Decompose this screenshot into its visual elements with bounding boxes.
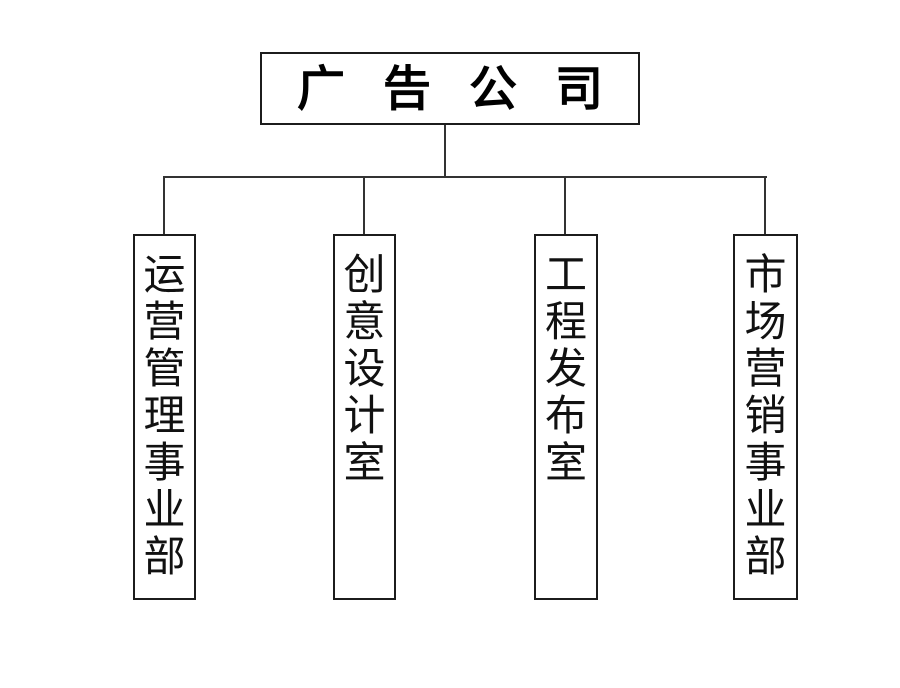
org-chart-node-operations-management: 运营管理事业部 [133, 234, 196, 600]
org-chart-node-engineering-publishing: 工程发布室 [534, 234, 598, 600]
department-label: 工程发布室 [545, 250, 588, 487]
department-label: 创意设计室 [343, 250, 386, 487]
department-label: 市场营销事业部 [744, 250, 787, 581]
department-label: 运营管理事业部 [143, 250, 186, 581]
connector-drop-4 [764, 176, 766, 234]
org-chart-node-creative-design: 创意设计室 [333, 234, 396, 600]
connector-horizontal-bar [163, 176, 767, 178]
org-chart-node-marketing: 市场营销事业部 [733, 234, 798, 600]
connector-drop-3 [564, 176, 566, 234]
connector-drop-2 [363, 176, 365, 234]
org-chart-root-node: 广告公司 [260, 52, 640, 125]
connector-drop-1 [163, 176, 165, 234]
company-name-label: 广告公司 [297, 60, 642, 117]
connector-root-stem [444, 125, 446, 178]
